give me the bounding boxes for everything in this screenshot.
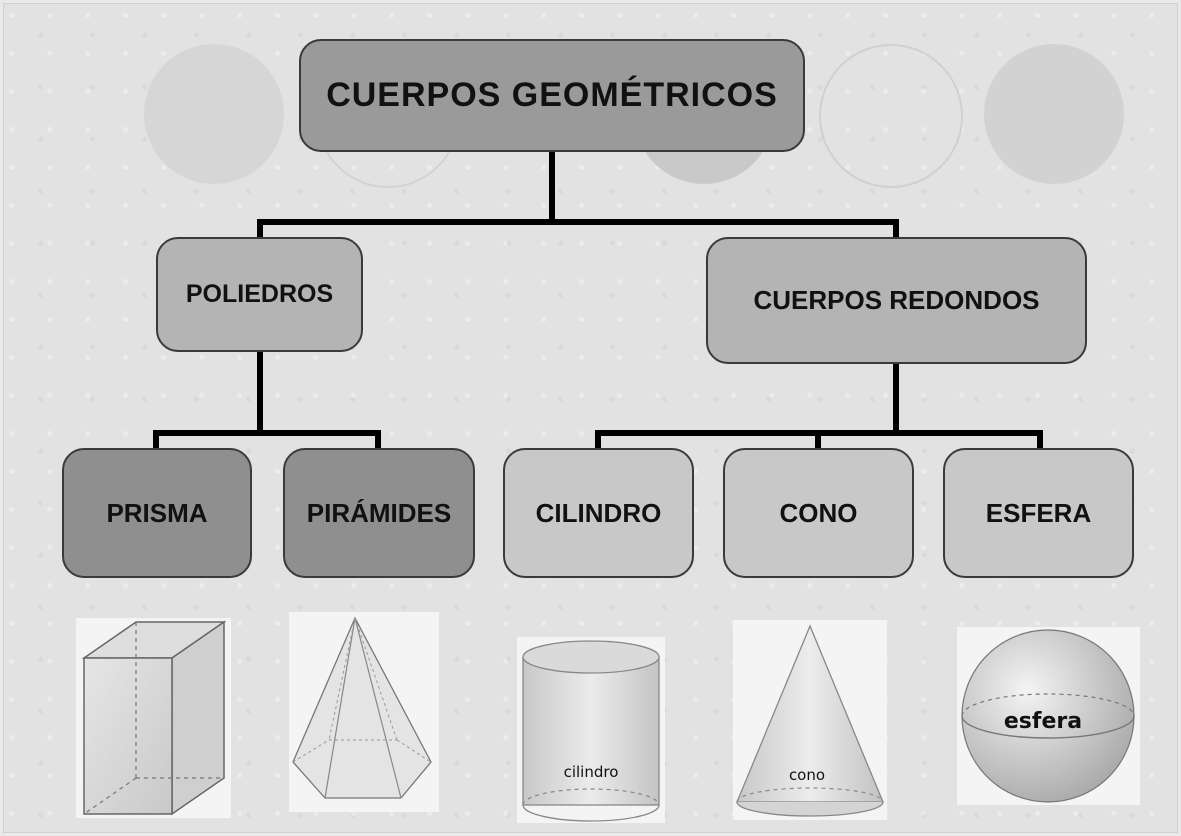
decorative-circle [819, 44, 963, 188]
cilindro-shape-label: cilindro [564, 763, 619, 781]
node-cono: CONO [723, 448, 914, 578]
piramide-illustration [289, 612, 439, 812]
cylinder-icon: cilindro [522, 640, 660, 822]
pyramid-icon [292, 616, 432, 799]
node-cuerpos-redondos: CUERPOS REDONDOS [706, 237, 1087, 364]
cilindro-illustration: cilindro [517, 637, 665, 823]
rectangular-prism-icon [81, 620, 227, 816]
node-cuerpos-geometricos: CUERPOS GEOMÉTRICOS [299, 39, 805, 152]
esfera-illustration: esfera [957, 627, 1140, 805]
node-prisma: PRISMA [62, 448, 252, 578]
cone-icon: cono [736, 624, 884, 817]
node-piramides: PIRÁMIDES [283, 448, 475, 578]
prisma-illustration [76, 618, 231, 818]
decorative-circle [144, 44, 284, 184]
node-poliedros: POLIEDROS [156, 237, 363, 352]
decorative-circle [984, 44, 1124, 184]
cono-illustration: cono [733, 620, 887, 820]
cono-shape-label: cono [789, 766, 825, 784]
node-cilindro: CILINDRO [503, 448, 694, 578]
esfera-shape-label: esfera [1004, 709, 1082, 734]
node-esfera: ESFERA [943, 448, 1134, 578]
sphere-icon: esfera [961, 629, 1135, 803]
